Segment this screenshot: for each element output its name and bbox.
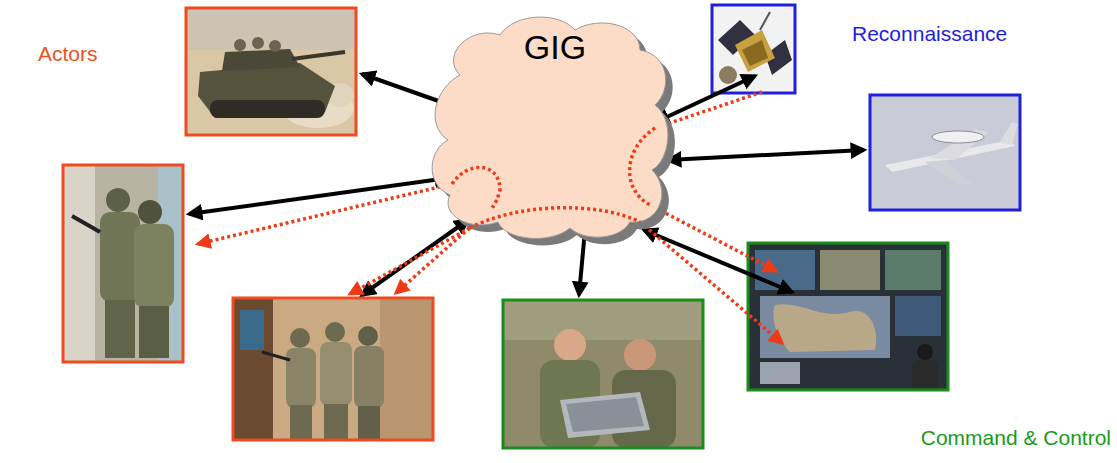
group-label: Command & Control [921, 426, 1111, 450]
tank-photo [186, 8, 356, 135]
awacs-photo [870, 95, 1020, 210]
group-label: Reconnaissance [852, 22, 1007, 46]
satellite-photo [712, 5, 795, 93]
street-soldiers-photo [233, 298, 433, 440]
cloud-label: GIG [524, 29, 586, 66]
soldiers-photo [63, 165, 183, 362]
network-cloud: GIG [425, 12, 682, 252]
officers-photo [503, 300, 703, 448]
command-center-photo [748, 243, 948, 390]
group-label: Actors [38, 42, 98, 66]
